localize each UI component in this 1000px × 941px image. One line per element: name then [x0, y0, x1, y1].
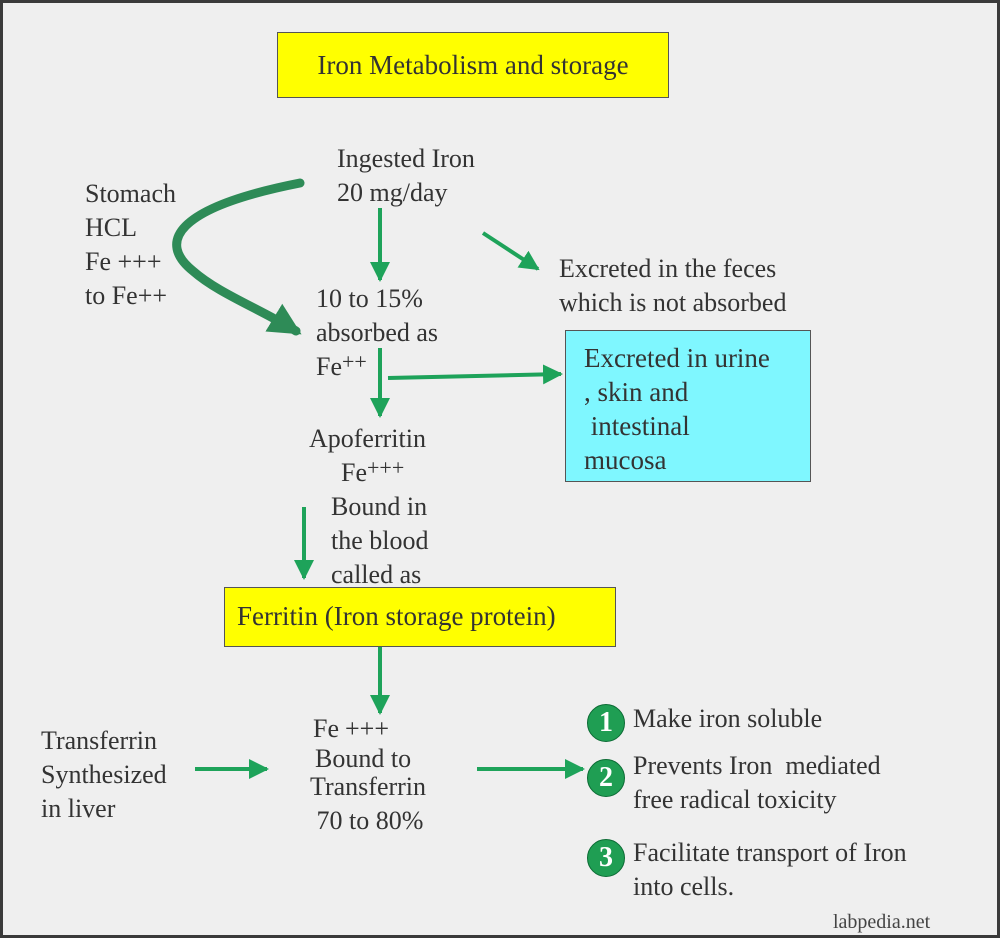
function-3-line-2: into cells.: [633, 872, 735, 901]
absorbed-fe: Fe: [316, 352, 342, 381]
fe-transferrin-label: Fe+++ Bound to Transferrin 70 to 80%: [310, 712, 426, 838]
function-number-1-badge: 1: [587, 704, 625, 742]
apoferritin-line-2: Fe+++: [309, 455, 426, 491]
function-number-3-badge: 3: [587, 839, 625, 877]
fe-transferrin-fe: Fe: [313, 714, 339, 743]
absorbed-fe-charge: ++: [342, 349, 367, 374]
transferrin-source-line-2: Synthesized: [41, 760, 167, 789]
ferritin-label: Ferritin (Iron storage protein): [237, 601, 556, 631]
apoferritin-fe: Fe: [341, 458, 367, 487]
feces-line-2: which is not absorbed: [559, 288, 787, 317]
urine-line-1: Excreted in urine: [584, 343, 770, 373]
stomach-label: Stomach HCL Fe +++ to Fe++: [85, 177, 176, 313]
function-2-line-1: Prevents Iron mediated: [633, 751, 881, 780]
stomach-line-4: to Fe++: [85, 281, 168, 310]
apoferritin-line-1: Apoferritin: [309, 424, 426, 453]
absorbed-label: 10 to 15% absorbed as Fe++: [316, 282, 438, 385]
ferritin-box: Ferritin (Iron storage protein): [224, 587, 616, 647]
urine-line-3: intestinal: [584, 411, 690, 441]
urine-line-2: , skin and: [584, 377, 689, 407]
arrow-layer: [172, 178, 585, 779]
function-number-2-badge: 2: [587, 759, 625, 797]
ingested-line-1: Ingested Iron: [337, 144, 475, 173]
source-credit: labpedia.net: [833, 911, 931, 933]
ingested-line-2: 20 mg/day: [337, 178, 448, 207]
urine-line-4: mucosa: [584, 445, 667, 475]
arrow-ingested-to-feces: [481, 231, 540, 271]
function-1-line-1: Make iron soluble: [633, 704, 823, 733]
fe-transferrin-charge: +++: [345, 714, 389, 743]
apoferritin-fe-charge: +++: [367, 455, 405, 480]
function-2-line-2: free radical toxicity: [633, 785, 837, 814]
urine-excretion-box: Excreted in urine , skin and intestinal …: [565, 330, 811, 482]
transferrin-source-label: Transferrin Synthesized in liver: [41, 724, 167, 826]
stomach-curved-arrow: [172, 178, 305, 336]
transferrin-source-line-3: in liver: [41, 794, 116, 823]
absorbed-line-3: Fe++: [316, 349, 438, 385]
apoferritin-label: Apoferritin Fe+++: [309, 422, 426, 491]
page-title: Iron Metabolism and storage: [317, 50, 629, 80]
feces-line-1: Excreted in the feces: [559, 254, 777, 283]
bound-blood-line-3: called as: [331, 560, 422, 589]
fe-transferrin-line-3: Transferrin: [310, 772, 427, 801]
stomach-line-2: HCL: [85, 213, 137, 242]
absorbed-line-2: absorbed as: [316, 318, 439, 347]
absorbed-line-1: 10 to 15%: [316, 284, 423, 313]
fe-transferrin-line-1: Fe+++: [310, 712, 426, 746]
function-1-text: Make iron soluble: [633, 702, 822, 736]
function-3-line-1: Facilitate transport of Iron: [633, 838, 907, 867]
arrow-absorbed-to-urine: [387, 364, 563, 385]
bound-blood-label: Bound in the blood called as: [331, 490, 429, 592]
feces-label: Excreted in the feces which is not absor…: [559, 252, 786, 320]
ingested-iron-label: Ingested Iron 20 mg/day: [337, 142, 475, 210]
bound-blood-line-1: Bound in: [331, 492, 428, 521]
title-box: Iron Metabolism and storage: [277, 32, 669, 98]
fe-transferrin-line-4: 70 to 80%: [310, 806, 424, 835]
fe-transferrin-line-2: Bound to: [315, 744, 412, 773]
function-2-text: Prevents Iron mediated free radical toxi…: [633, 749, 881, 817]
stomach-line-3: Fe +++: [85, 247, 162, 276]
function-3-text: Facilitate transport of Iron into cells.: [633, 836, 907, 904]
bound-blood-line-2: the blood: [331, 526, 429, 555]
stomach-line-1: Stomach: [85, 179, 176, 208]
transferrin-source-line-1: Transferrin: [41, 726, 158, 755]
